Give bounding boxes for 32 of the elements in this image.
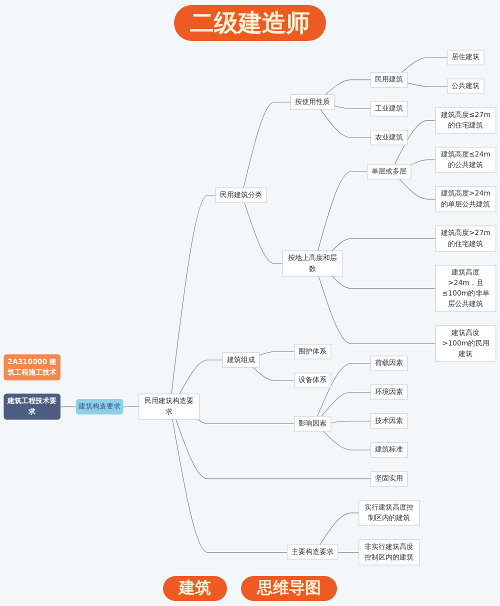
connector xyxy=(334,106,372,110)
connector xyxy=(332,238,436,252)
connector xyxy=(407,83,448,88)
connector xyxy=(171,195,216,395)
connector xyxy=(179,360,223,395)
connector xyxy=(317,364,372,418)
connector xyxy=(244,202,283,264)
connector xyxy=(320,513,360,546)
connector xyxy=(60,406,77,408)
connector xyxy=(399,179,436,200)
connector xyxy=(320,110,372,138)
connector xyxy=(325,80,372,96)
connector xyxy=(321,392,372,418)
connector xyxy=(402,58,448,74)
label-banner: 思维导图 xyxy=(241,576,337,601)
connector xyxy=(338,552,360,554)
connector xyxy=(410,160,436,166)
connector xyxy=(394,120,436,165)
connector xyxy=(176,420,372,480)
connector xyxy=(197,420,294,424)
connector xyxy=(122,406,140,408)
connector xyxy=(323,431,372,451)
connector xyxy=(330,421,372,424)
connector xyxy=(258,352,294,356)
label-banner: 建筑 xyxy=(163,576,227,601)
title-banner: 二级建造师 xyxy=(174,5,326,41)
connector xyxy=(332,276,436,290)
connector xyxy=(318,276,436,344)
connector xyxy=(252,368,294,382)
connector xyxy=(243,102,291,189)
connector xyxy=(318,172,368,252)
connector xyxy=(172,420,288,554)
